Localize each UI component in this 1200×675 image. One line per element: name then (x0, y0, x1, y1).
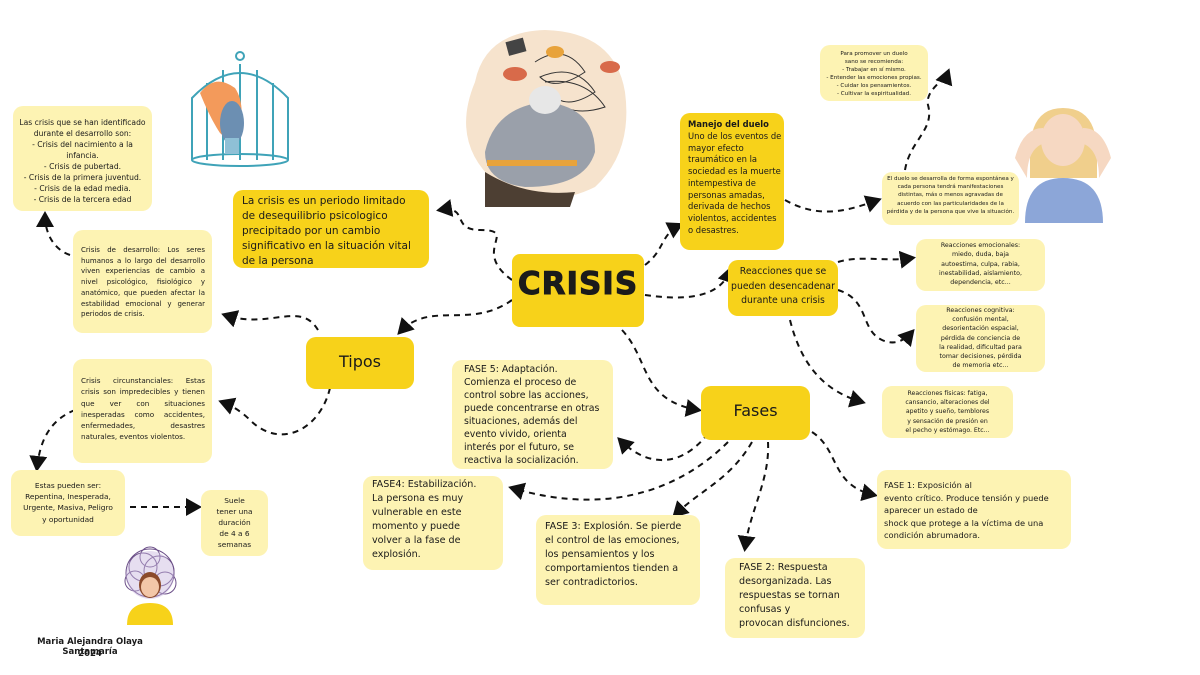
link-circ-pueden (29, 409, 76, 472)
definition-box: La crisis es un periodo limitado de dese… (233, 190, 429, 268)
crisis-title: CRISIS (517, 266, 639, 303)
crisis-desarrollo-text: Crisis de desarrollo: Los seres humanos … (81, 246, 205, 319)
link-reacciones-emocionales (837, 250, 916, 269)
fase1-text: FASE 1: Exposición al evento crítico. Pr… (884, 480, 1049, 540)
duelo-promover-text: Para promover un duelo sano se recomiend… (826, 51, 922, 97)
link-fases-f1 (811, 431, 878, 502)
link-crisis-tipos (397, 299, 513, 335)
link-fases-f4 (508, 441, 729, 501)
link-tipos-desarrollo (221, 310, 319, 331)
crisis-node[interactable]: CRISIS (512, 254, 644, 327)
reacciones-fisicas-box: Reacciones físicas: fatiga, cansancio, a… (882, 386, 1013, 438)
definition-text: La crisis es un periodo limitado de dese… (242, 195, 411, 267)
reacciones-label: Reacciones que se pueden desencadenar du… (731, 266, 835, 306)
link-crisis-definition (436, 199, 513, 281)
crisis-desarrollo-box: Crisis de desarrollo: Los seres humanos … (73, 230, 212, 333)
tipos-label: Tipos (338, 352, 381, 371)
fase4-box: FASE4: Estabilización. La persona es muy… (363, 476, 503, 570)
pueden-ser-text: Estas pueden ser: Repentina, Inesperada,… (23, 481, 113, 524)
worried-woman-illustration (1015, 108, 1111, 223)
reacciones-emocionales-text: Reacciones emocionales: miedo, duda, baj… (939, 242, 1022, 287)
tipos-node[interactable]: Tipos (306, 337, 414, 389)
link-fases-f5 (617, 414, 721, 461)
manejo-duelo-text: Uno de los eventos de mayor efecto traum… (688, 131, 782, 235)
duelo-forma-text: El duelo se desarrolla de forma espontán… (886, 176, 1015, 215)
link-tipos-circunstanciales (218, 387, 331, 436)
crisis-identified-box: Las crisis que se han identificado duran… (13, 106, 152, 211)
link-fases-f3 (672, 441, 753, 518)
link-fases-f2 (737, 441, 770, 552)
fase4-text: FASE4: Estabilización. La persona es muy… (372, 479, 477, 560)
reacciones-cognitivas-box: Reacciones cognitiva: confusión mental, … (916, 305, 1045, 372)
crisis-circunstanciales-box: Crisis circunstanciales: Estas crisis so… (73, 359, 212, 463)
crisis-identified-text: Las crisis que se han identificado duran… (19, 118, 146, 204)
fase2-text: FASE 2: Respuesta desorganizada. Las res… (739, 562, 850, 629)
fase3-box: FASE 3: Explosión. Se pierde el control … (536, 515, 700, 605)
manejo-duelo-title: Manejo del duelo (688, 119, 769, 129)
link-reacciones-fisicas (789, 319, 866, 408)
stressed-person-illustration (466, 30, 627, 207)
reacciones-node[interactable]: Reacciones que se pueden desencadenar du… (728, 260, 838, 316)
fase5-text: FASE 5: Adaptación. Comienza el proceso … (464, 364, 600, 466)
manejo-duelo-box: Manejo del duelo Uno de los eventos de m… (680, 113, 784, 250)
link-desarrollo-identified (36, 211, 71, 256)
duracion-text: Suele tener una duración de 4 a 6 semana… (216, 496, 253, 549)
scribble-girl-illustration (124, 546, 177, 625)
duracion-box: Suele tener una duración de 4 a 6 semana… (201, 490, 268, 556)
fase3-text: FASE 3: Explosión. Se pierde el control … (545, 521, 682, 588)
fases-node[interactable]: Fases (701, 386, 810, 440)
link-duelo-forma (784, 195, 882, 213)
reacciones-cognitivas-text: Reacciones cognitiva: confusión mental, … (939, 307, 1022, 370)
duelo-promover-box: Para promover un duelo sano se recomiend… (820, 45, 928, 101)
fase2-box: FASE 2: Respuesta desorganizada. Las res… (725, 558, 865, 638)
fase5-box: FASE 5: Adaptación. Comienza el proceso … (452, 360, 613, 469)
crisis-circunstanciales-text: Crisis circunstanciales: Estas crisis so… (81, 376, 205, 442)
reacciones-emocionales-box: Reacciones emocionales: miedo, duda, baj… (916, 239, 1045, 291)
duelo-forma-box: El duelo se desarrolla de forma espontán… (882, 172, 1019, 225)
fase1-box: FASE 1: Exposición al evento crítico. Pr… (877, 470, 1071, 549)
link-crisis-fases (621, 329, 702, 417)
pueden-ser-box: Estas pueden ser: Repentina, Inesperada,… (11, 470, 125, 536)
link-reacciones-cognitivas (837, 289, 915, 347)
reacciones-fisicas-text: Reacciones físicas: fatiga, cansancio, a… (905, 390, 990, 434)
link-crisis-reacciones (644, 266, 735, 299)
author-year: 2024 (78, 649, 102, 659)
link-crisis-duelo (644, 222, 684, 266)
author-name: Maria Alejandra Olaya Santamaría (37, 637, 143, 657)
link-forma-promover (904, 68, 953, 171)
fases-label: Fases (733, 401, 778, 420)
caged-girl-illustration (191, 51, 289, 167)
